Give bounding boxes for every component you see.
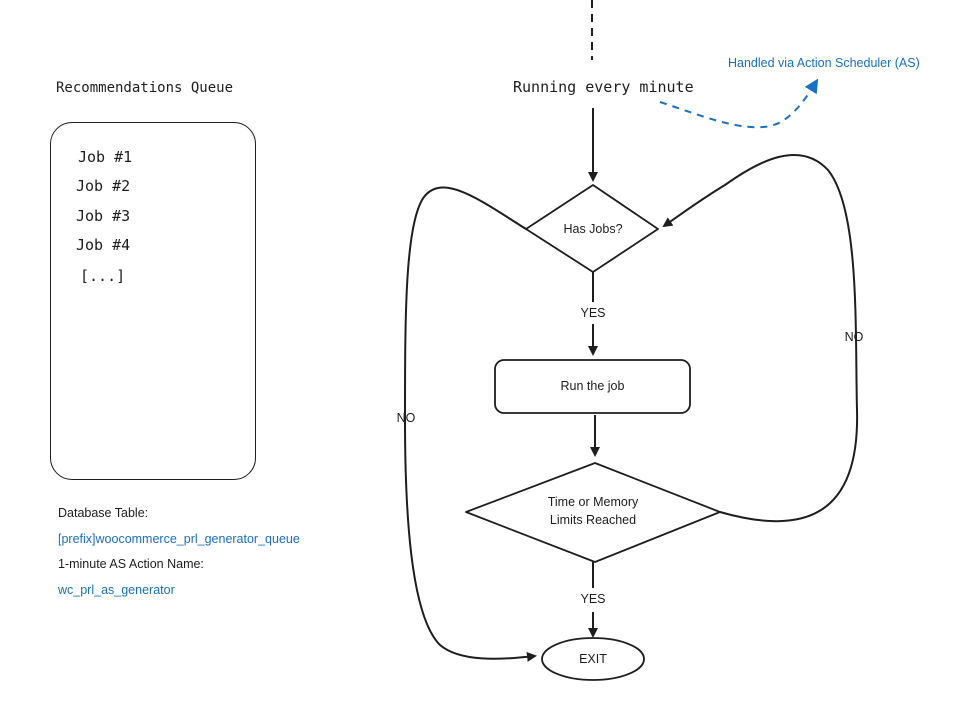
process-run-job-label: Run the job (560, 379, 625, 393)
process-run-job-shape (494, 359, 691, 414)
no-loop-right (662, 154, 859, 523)
queue-job-3: Job #3 (76, 207, 131, 225)
no-label-right: NO (844, 330, 864, 344)
scheduler-note: Handled via Action Scheduler (AS) (728, 56, 920, 70)
decision-limits-shape (465, 462, 721, 563)
db-table-label: Database Table: (58, 506, 149, 520)
queue-title: Recommendations Queue (56, 80, 234, 96)
action-name-value: wc_prl_as_generator (58, 583, 175, 597)
decision-limits-label-2: Limits Reached (549, 513, 637, 527)
queue-job-1: Job #1 (78, 148, 133, 166)
queue-job-4: Job #4 (76, 236, 131, 254)
queue-box (50, 122, 256, 480)
db-table-value: [prefix]woocommerce_prl_generator_queue (58, 532, 300, 546)
queue-job-more: [...] (80, 267, 126, 285)
exit-label: EXIT (579, 652, 607, 666)
yes-label-1: YES (580, 306, 606, 320)
yes-label-2: YES (580, 592, 606, 606)
decision-limits-label-1: Time or Memory (547, 495, 639, 509)
queue-job-2: Job #2 (76, 177, 131, 195)
decision-has-jobs-label: Has Jobs? (563, 222, 623, 236)
scheduler-dashed-arrow (659, 78, 819, 129)
trigger-label: Running every minute (513, 78, 694, 96)
action-name-label: 1-minute AS Action Name: (58, 557, 204, 571)
no-label-left: NO (396, 411, 416, 425)
no-loop-left (403, 186, 537, 662)
exit-shape (541, 637, 645, 681)
